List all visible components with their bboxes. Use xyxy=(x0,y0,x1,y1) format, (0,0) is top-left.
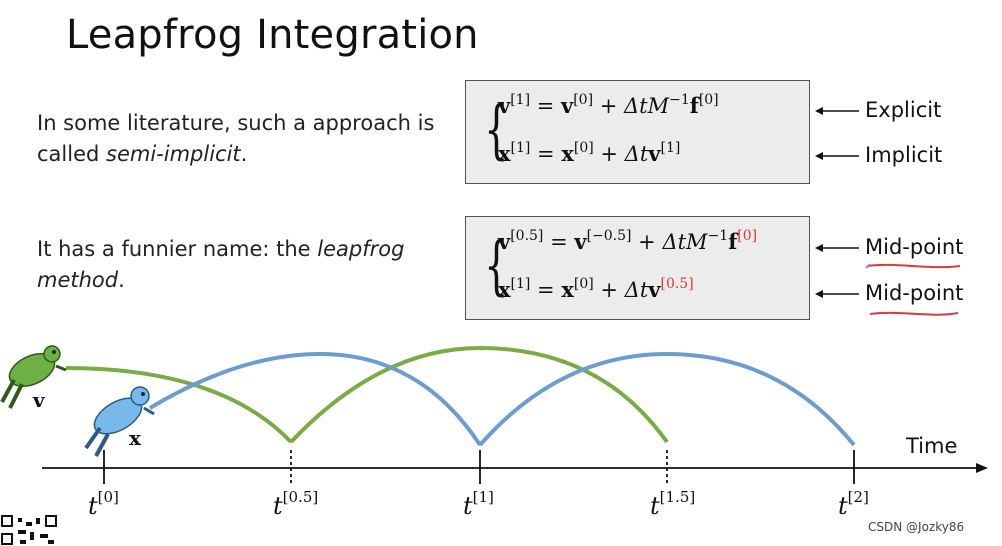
note2-emph: leapfrog method xyxy=(37,237,405,292)
frog-v-label: v xyxy=(33,388,45,412)
left-arrow-icon xyxy=(815,152,859,160)
left-arrow-icon xyxy=(815,107,859,115)
velocity-arc xyxy=(289,345,669,444)
brace-icon: { xyxy=(484,93,509,167)
arrow-right-icon xyxy=(976,463,988,473)
red-underline-annotation xyxy=(865,263,961,316)
tag-implicit: Implicit xyxy=(865,143,943,167)
note2-suffix: . xyxy=(118,268,125,292)
note1-emph: semi-implicit xyxy=(106,142,241,166)
qr-code-icon xyxy=(0,514,58,546)
tag-midpoint-2: Mid-point xyxy=(865,281,964,305)
note-semi-implicit: In some literature, such a approach is c… xyxy=(37,108,437,170)
note2-prefix: It has a funnier name: the xyxy=(37,237,318,261)
equation-box-semi-implicit: { v[1] = v[0] + ΔtM−1f[0] x[1] = x[0] + … xyxy=(465,80,810,184)
leapfrog-timeline xyxy=(0,345,988,484)
note1-suffix: . xyxy=(240,142,248,166)
tick-label-t2: t[2] xyxy=(838,488,869,521)
slide-title: Leapfrog Integration xyxy=(66,12,479,58)
brace-icon: { xyxy=(484,229,509,303)
left-arrow-icon xyxy=(815,290,859,298)
equation-box-leapfrog: { v[0.5] = v[−0.5] + ΔtM−1f[0] x[1] = x[… xyxy=(465,216,810,320)
velocity-arc xyxy=(65,366,293,444)
blue-frog-icon xyxy=(84,386,155,457)
time-axis-label: Time xyxy=(906,434,958,458)
green-frog-icon xyxy=(0,345,67,409)
tick-label-t1: t[1] xyxy=(463,488,494,521)
tick-label-t05: t[0.5] xyxy=(273,488,319,521)
velocity-half-step-equation: v[0.5] = v[−0.5] + ΔtM−1f[0] xyxy=(498,228,758,254)
watermark: CSDN @Jozky86 xyxy=(868,520,965,534)
frog-x-label: x xyxy=(129,426,141,450)
position-arc xyxy=(478,351,856,447)
note1-prefix: In some literature, such a approach is c… xyxy=(37,111,435,166)
tick-label-t0: t[0] xyxy=(88,488,119,521)
position-update-equation: x[1] = x[0] + Δtv[1] xyxy=(498,140,681,166)
tag-explicit: Explicit xyxy=(865,98,942,122)
velocity-update-equation: v[1] = v[0] + ΔtM−1f[0] xyxy=(498,92,719,118)
note-leapfrog: It has a funnier name: the leapfrog meth… xyxy=(37,234,437,296)
position-full-step-equation: x[1] = x[0] + Δtv[0.5] xyxy=(498,276,694,302)
position-arc xyxy=(148,351,482,447)
tick-label-t15: t[1.5] xyxy=(650,488,696,521)
left-arrow-icon xyxy=(815,244,859,252)
tag-midpoint-1: Mid-point xyxy=(865,235,964,259)
